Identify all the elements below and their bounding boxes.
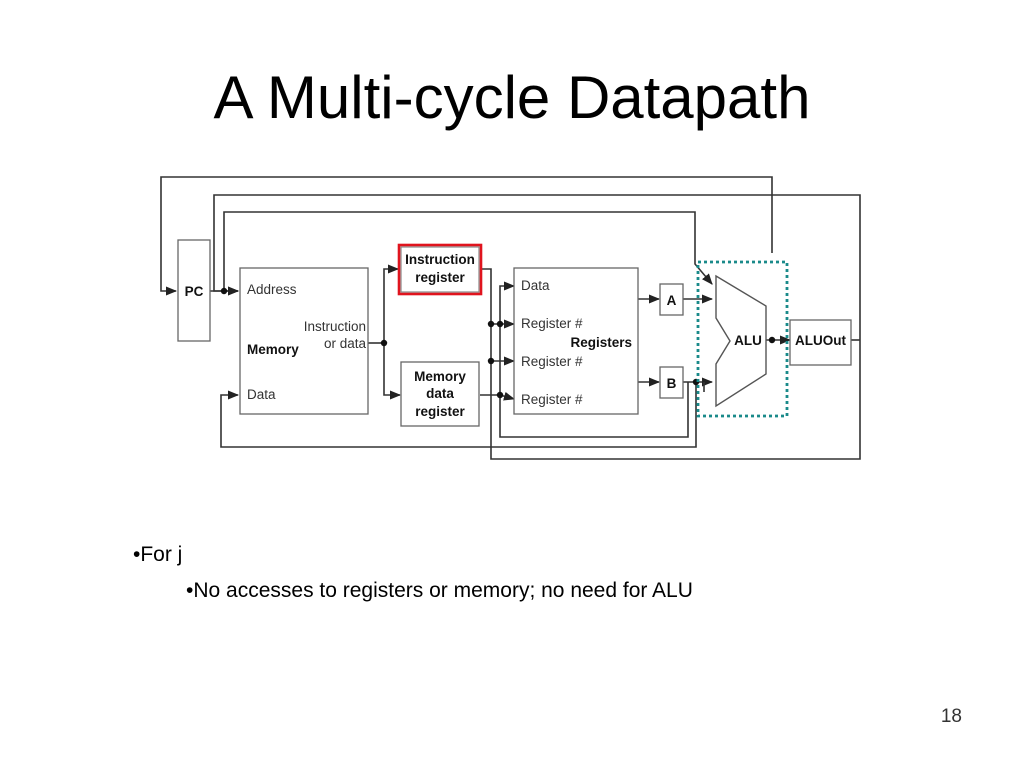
memory-output-label-2: or data — [324, 336, 367, 351]
registers-reg2-label: Register # — [521, 354, 583, 369]
memory-address-label: Address — [247, 282, 297, 297]
instruction-register-label-2: register — [415, 270, 465, 285]
alu-highlight-box — [696, 260, 789, 418]
alu-label: ALU — [734, 333, 762, 348]
a-register: A — [659, 283, 684, 316]
b-label: B — [667, 376, 677, 391]
slide-title: A Multi-cycle Datapath — [213, 64, 811, 131]
mdr-label-1: Memory — [414, 369, 466, 384]
registers-data-label: Data — [521, 278, 550, 293]
page-number: 18 — [940, 706, 962, 727]
mdr-label-2: data — [426, 386, 454, 401]
memory-output-label-1: Instruction — [304, 319, 366, 334]
registers-reg3-label: Register # — [521, 392, 583, 407]
register-file: Data Register # Registers Register # Reg… — [513, 267, 639, 415]
junction-dots — [220, 287, 776, 399]
pc-register: PC — [177, 239, 211, 342]
alu-unit: ALU — [696, 260, 789, 418]
a-label: A — [667, 293, 677, 308]
bullet-level2: •No accesses to registers or memory; no … — [186, 579, 693, 602]
b-register: B — [659, 366, 684, 399]
registers-reg1-label: Register # — [521, 316, 583, 331]
memory-block: Address Instruction or data Memory Data — [239, 267, 369, 415]
instruction-register-label-1: Instruction — [405, 252, 475, 267]
memory-data-register: Memory data register — [400, 361, 480, 427]
aluout-label: ALUOut — [795, 333, 846, 348]
datapath-wires — [160, 176, 861, 460]
memory-data-label: Data — [247, 387, 276, 402]
instruction-register-highlight — [397, 243, 483, 296]
aluout-register: ALUOut — [789, 319, 852, 366]
instruction-register: Instruction register — [397, 243, 483, 296]
bullet-level1: •For j — [133, 543, 183, 566]
pc-label: PC — [185, 284, 204, 299]
registers-name: Registers — [570, 335, 632, 350]
mdr-label-3: register — [415, 404, 465, 419]
memory-name: Memory — [247, 342, 299, 357]
